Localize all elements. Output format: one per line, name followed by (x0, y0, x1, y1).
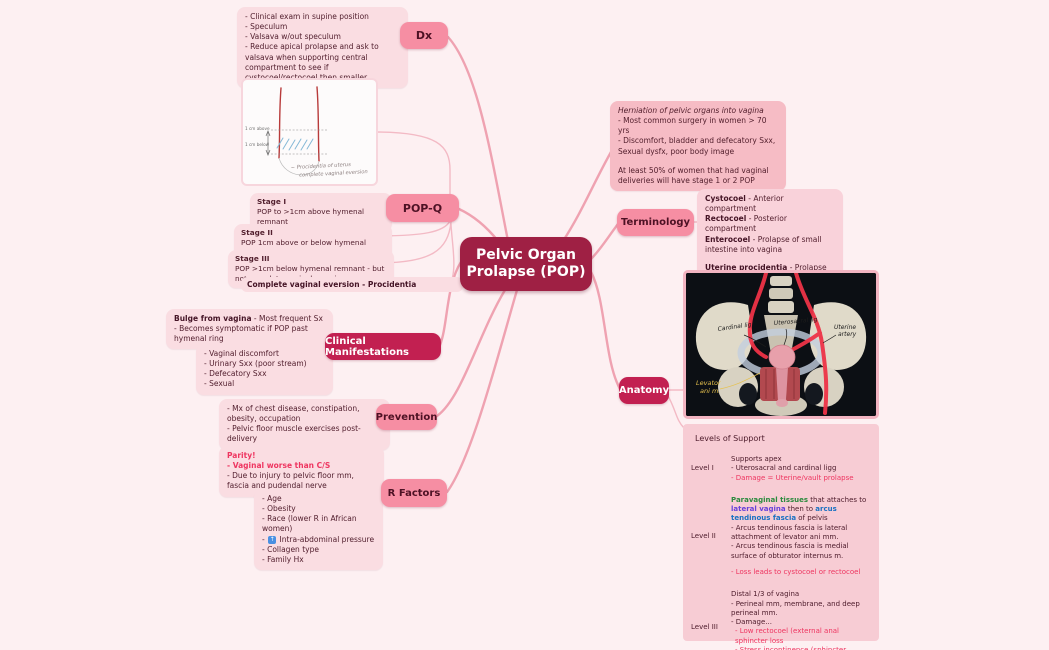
prevention-note[interactable]: - Mx of chest disease, constipation, obe… (219, 399, 390, 450)
sketch-caption-line2: complete vaginal eversion (299, 169, 368, 179)
topic-clinical-manifestations[interactable]: Clinical Manifestations (325, 333, 441, 360)
level3-damage-line: - Stress incontinence (sphincter urethra… (731, 646, 871, 650)
topic-prevention-label: Prevention (375, 411, 438, 423)
parity-red-line2: - Vaginal worse than C/S (227, 461, 331, 471)
dx-note[interactable]: - Clinical exam in supine position - Spe… (237, 7, 408, 88)
topic-anatomy-label: Anatomy (618, 385, 670, 396)
risk-line: - Race (lower R in African women) (262, 514, 357, 534)
term-enterocoel: Enterocoel - Prolapse of small intestine… (705, 234, 822, 254)
bulge-line2: - Becomes symptomatic if POP past hymena… (174, 324, 308, 344)
risk-intra-abdominal-line: - ↑ Intra-abdominal pressure (262, 534, 375, 544)
dx-note-line: - Clinical exam in supine position (245, 12, 369, 21)
level2-label: Level II (691, 531, 716, 540)
popq-sketch-image[interactable]: 1 cm above 1 cm below ~ Procidentia of u… (241, 78, 378, 186)
level3-line: Distal 1/3 of vagina (731, 590, 800, 599)
annotation-levator-2: ani m. (700, 387, 720, 395)
level2-line: - Arcus tendinous fascia is lateral atta… (731, 523, 848, 542)
definition-line: - Most common surgery in women > 70 yrs (618, 116, 767, 136)
risk-line: - Collagen type (262, 544, 319, 554)
annotation-levator-1: Levator (696, 379, 722, 387)
levels-title: Levels of Support (695, 434, 765, 443)
annotation-uterine-artery-1: Uterine (834, 324, 856, 331)
level3-damage-line: - Low rectocoel (external anal sphincter… (735, 627, 839, 645)
level3-line: - Perineal mm, membrane, and deep perine… (731, 599, 860, 617)
symptom-line: - Defecatory Sxx (204, 369, 267, 379)
level3-row: Level III Distal 1/3 of vagina - Perinea… (691, 590, 871, 650)
anatomy-image[interactable]: Cardinal lig Uterosacral lig Uterine art… (683, 270, 879, 419)
prevention-line: - Mx of chest disease, constipation, obe… (227, 404, 360, 424)
parity-note[interactable]: Parity! - Vaginal worse than C/S - Due t… (219, 446, 384, 497)
risk-line: - Family Hx (262, 554, 304, 564)
clinical-symptoms-note[interactable]: - Vaginal discomfort - Urinary Sxx (poor… (196, 344, 333, 395)
annotation-uterine-artery-2: artery (838, 331, 857, 338)
topic-dx-label: Dx (415, 29, 433, 42)
stage4-procidentia-note[interactable]: Complete vaginal eversion - Procidentia (241, 277, 463, 292)
pelvis-illustration: Cardinal lig Uterosacral lig Uterine art… (686, 271, 876, 416)
topic-popq[interactable]: POP-Q (386, 194, 459, 222)
bulge-line1: Bulge from vagina - Most frequent Sx (174, 314, 323, 323)
dx-note-line: - Valsava w/out speculum (245, 32, 341, 42)
central-title-line1: Pelvic Organ (476, 246, 576, 263)
symptom-line: - Vaginal discomfort (204, 349, 279, 358)
sketch-label-above: 1 cm above (245, 126, 270, 131)
prevention-line: - Pelvic floor muscle exercises post-del… (227, 424, 361, 444)
dx-note-line: - Speculum (245, 22, 288, 32)
level1-line: - Uterosacral and cardinal ligg (731, 464, 837, 473)
sketch-caption-line1: ~ Procidentia of uterus (291, 162, 352, 171)
level1-row: Level I Supports apex - Uterosacral and … (691, 455, 871, 483)
annotation-uterosacral-lig: Uterosacral lig (774, 316, 818, 327)
topic-popq-label: POP-Q (402, 201, 443, 215)
stage4-text: Complete vaginal eversion - Procidentia (247, 280, 417, 289)
topic-r-factors-label: R Factors (387, 487, 441, 499)
risk-line: - Age (262, 494, 282, 503)
definition-title: Herniation of pelvic organs into vagina (618, 106, 764, 115)
symptom-line: - Sexual (204, 379, 235, 389)
topic-prevention[interactable]: Prevention (376, 404, 437, 430)
central-title-line2: Prolapse (POP) (466, 264, 586, 280)
topic-r-factors[interactable]: R Factors (381, 479, 447, 507)
stage1-desc: POP to >1cm above hymenal remnant (257, 206, 365, 226)
level2-line: - Arcus tendinous fascia is medial surfa… (731, 542, 849, 560)
stage1-title: Stage I (257, 197, 287, 206)
increase-icon: ↑ (268, 535, 277, 544)
level1-damage-line: - Damage = Uterine/vault prolapse (731, 473, 854, 482)
topic-terminology-label: Terminology (620, 217, 691, 228)
bulge-note[interactable]: Bulge from vagina - Most frequent Sx - B… (166, 309, 333, 350)
topic-terminology[interactable]: Terminology (617, 209, 694, 236)
stage2-title: Stage II (241, 228, 273, 237)
risk-factor-list-note[interactable]: - Age - Obesity - Race (lower R in Afric… (254, 489, 383, 570)
topic-dx[interactable]: Dx (400, 22, 448, 49)
level3-line: - Damage... (731, 618, 772, 627)
level2-loss-line: - Loss leads to cystocoel or rectocoel (731, 567, 861, 576)
topic-anatomy[interactable]: Anatomy (619, 377, 669, 404)
definition-para2: At least 50% of women that had vaginal d… (618, 165, 769, 185)
term-rectocoel: Rectocoel - Posterior compartment (705, 214, 787, 234)
levels-of-support-panel[interactable]: Levels of Support Level I Supports apex … (683, 424, 879, 650)
stage3-title: Stage III (235, 254, 270, 263)
sketch-label-below: 1 cm below (245, 142, 270, 147)
central-topic[interactable]: Pelvic Organ Prolapse (POP) (460, 237, 592, 291)
popq-sketch-drawing: 1 cm above 1 cm below ~ Procidentia of u… (245, 86, 368, 179)
level2-row: Level II Paravaginal tissues that attach… (691, 496, 871, 577)
definition-note[interactable]: Herniation of pelvic organs into vagina … (610, 101, 786, 191)
term-cystocoel: Cystocoel - Anterior compartment (705, 194, 784, 214)
symptom-line: - Urinary Sxx (poor stream) (204, 359, 307, 369)
parity-red-line1: Parity! (227, 451, 256, 460)
level2-intro: Paravaginal tissues that attaches to lat… (731, 495, 867, 523)
level3-label: Level III (691, 622, 718, 631)
definition-line: - Discomfort, bladder and defecatory Sxx… (618, 136, 776, 156)
parity-line3: - Due to injury to pelvic floor mm, fasc… (227, 471, 354, 491)
level1-line: Supports apex (731, 455, 782, 463)
level1-label: Level I (691, 464, 714, 473)
dx-note-line: - Reduce apical prolapse and ask to vals… (245, 42, 379, 81)
topic-clinical-label: Clinical Manifestations (325, 335, 410, 358)
annotation-cardinal-lig: Cardinal lig (717, 321, 752, 333)
risk-line: - Obesity (262, 504, 296, 514)
